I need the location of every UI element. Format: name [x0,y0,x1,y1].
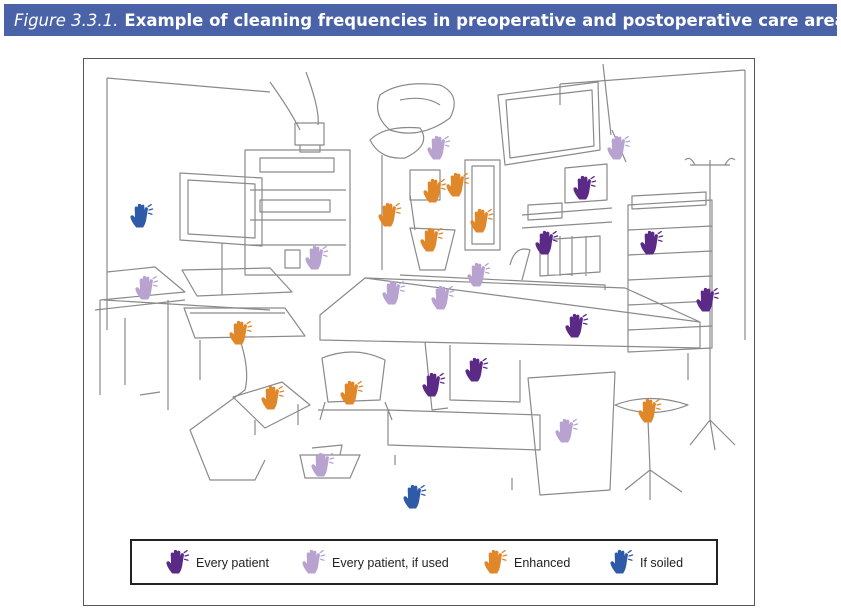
hand-icon-every-patient-if-used [607,135,631,160]
hand-icon-enhanced [261,385,285,410]
hand-icon-every-patient-if-used [382,280,406,305]
hand-markers [130,135,720,509]
hand-icon-enhanced [229,320,253,345]
legend-hand-icon-if-soiled [610,549,634,574]
hand-icon-enhanced [470,208,494,233]
legend-hand-icon-enhanced [484,549,508,574]
hand-icon-enhanced [423,178,447,203]
figure-label: Figure 3.3.1. [14,10,119,30]
hand-icon-every-patient [696,287,720,312]
hand-icon-every-patient [565,313,589,338]
hand-icon-enhanced [420,227,444,252]
hand-icon-every-patient [535,230,559,255]
hand-icon-every-patient-if-used [305,245,329,270]
hand-icon-if-soiled [403,484,427,509]
legend-hand-icon-every-patient [166,549,190,574]
legend-hand-icon-every-patient-if-used [302,549,326,574]
legend: Every patient Every patient, if used Enh… [130,539,718,585]
hand-icon-enhanced [638,398,662,423]
figure-title: Example of cleaning frequencies in preop… [124,10,841,30]
legend-label-every-patient: Every patient [196,556,269,570]
hand-icon-every-patient-if-used [427,135,451,160]
hand-icon-every-patient [422,372,446,397]
legend-label-every-patient-if-used: Every patient, if used [332,556,449,570]
hand-icon-every-patient [573,175,597,200]
hand-icon-every-patient-if-used [311,452,335,477]
room-line-art [94,63,746,500]
hand-icon-every-patient [465,357,489,382]
hand-icon-if-soiled [130,203,154,228]
hand-icon-every-patient [640,230,664,255]
legend-label-enhanced: Enhanced [514,556,571,570]
hand-icon-every-patient-if-used [555,418,579,443]
hand-icon-every-patient-if-used [135,275,159,300]
figure-caption-banner: Figure 3.3.1. Example of cleaning freque… [4,4,841,36]
legend-label-if-soiled: If soiled [640,556,684,570]
